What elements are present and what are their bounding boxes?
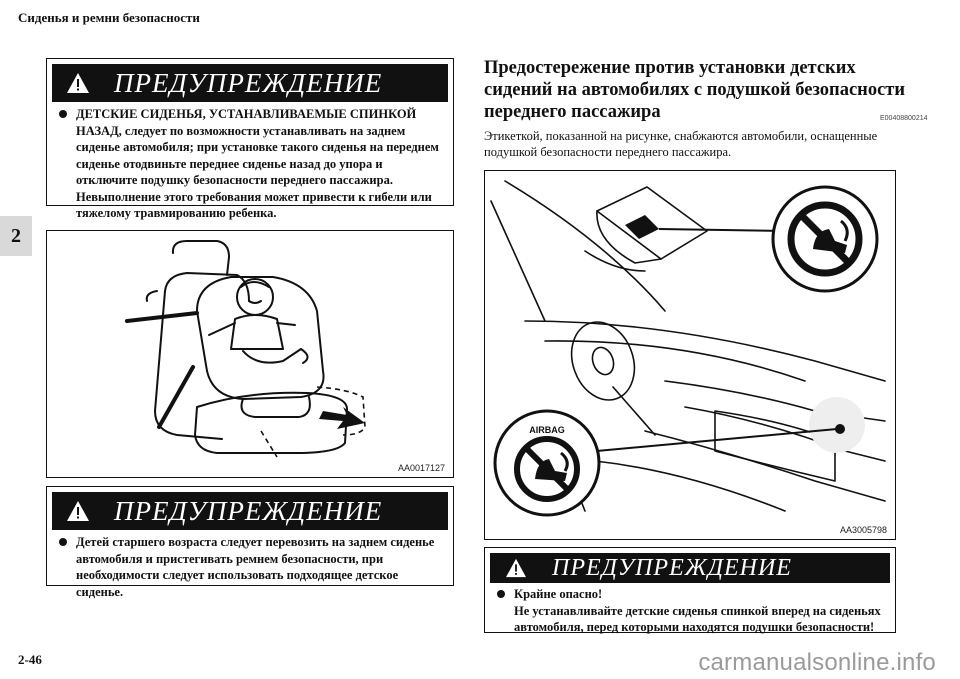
chapter-tab: 2 [0,216,32,256]
bullet-icon [59,538,67,546]
running-header: Сиденья и ремни безопасности [18,10,200,25]
warning-title: ПРЕДУПРЕЖДЕНИЕ [114,495,383,526]
warning-text-line1: Крайне опасно! [514,587,603,601]
warning-text: ДЕТСКИЕ СИДЕНЬЯ, УСТАНАВЛИВАЕМЫЕ СПИНКОЙ… [76,107,439,220]
bullet-icon [59,110,67,118]
figure-label: AA0017127 [397,463,445,473]
warning-box-airbag: ПРЕДУПРЕЖДЕНИЕ Крайне опасно! Не устанав… [484,547,896,635]
warning-triangle-icon [52,72,104,94]
warning-title: ПРЕДУПРЕЖДЕНИЕ [114,67,383,98]
section-code: E00408800214 [880,115,928,122]
watermark: carmanualsonline.info [698,649,936,676]
warning-header: ПРЕДУПРЕЖДЕНИЕ [490,553,890,583]
warning-text-line2: Не устанавливайте детские сиденья спинко… [514,603,881,635]
figure-child-seat: AA0017127 [46,230,454,478]
page-number: 2-46 [18,652,42,667]
airbag-warning-label-illustration: AIRBAG [490,180,886,517]
warning-text: Детей старшего возраста следует перевози… [76,535,435,599]
warning-triangle-icon [490,558,542,578]
section-title: Предостережение против установки детских… [484,58,906,122]
airbag-text: AIRBAG [529,425,565,435]
warning-box-child-seat-rear-facing: ПРЕДУПРЕЖДЕНИЕ ДЕТСКИЕ СИДЕНЬЯ, УСТАНАВЛ… [46,58,454,220]
bullet-icon [497,590,505,598]
warning-header: ПРЕДУПРЕЖДЕНИЕ [52,64,448,102]
warning-title: ПРЕДУПРЕЖДЕНИЕ [552,554,792,581]
figure-airbag-label: AIRBAG AA3005798 [484,170,896,540]
warning-box-older-children: ПРЕДУПРЕЖДЕНИЕ Детей старшего возраста с… [46,486,454,599]
rear-facing-child-seat-illustration [125,240,366,458]
warning-triangle-icon [52,500,104,522]
figure-label: AA3005798 [839,525,887,535]
section-text: Этикеткой, показанной на рисунке, снабжа… [484,129,878,159]
warning-header: ПРЕДУПРЕЖДЕНИЕ [52,492,448,530]
